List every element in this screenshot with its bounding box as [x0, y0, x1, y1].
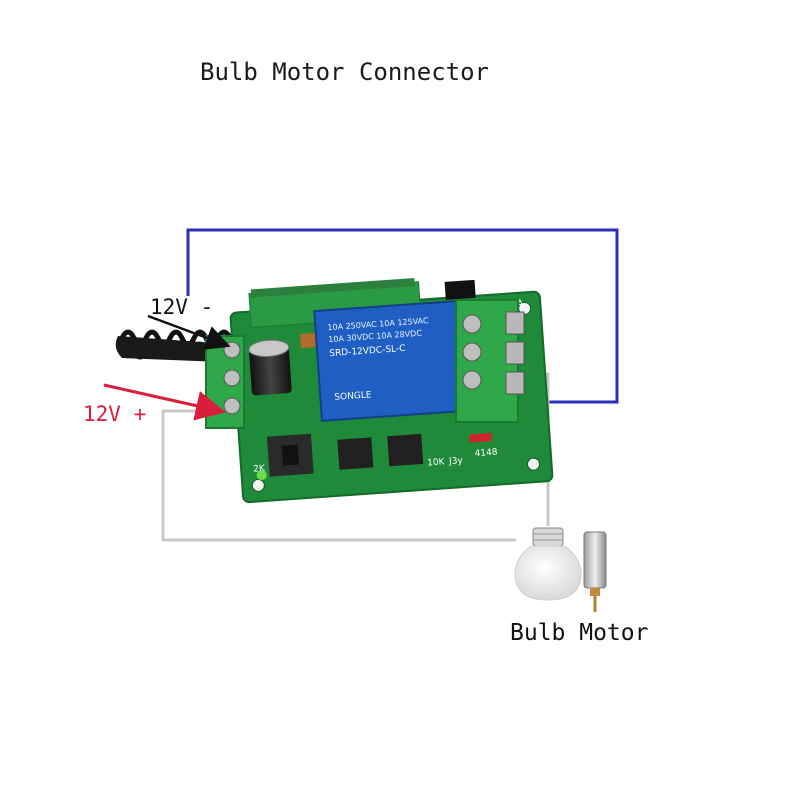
- load-terminal-block: [455, 299, 525, 423]
- loop-wire: [186, 228, 619, 404]
- label-negative: 12V -: [150, 295, 214, 319]
- silk-transistor: J3y: [448, 456, 464, 467]
- relay: 10A 250VAC 10A 125VAC 10A 30VDC 10A 28VD…: [313, 299, 469, 422]
- dc-motor-icon: [583, 531, 607, 612]
- label-loads: Bulb Motor: [510, 620, 649, 646]
- negative-arrow: [147, 314, 231, 350]
- power-terminal-block: [205, 335, 245, 429]
- silk-jumper: 2K: [253, 464, 266, 475]
- relay-brand: SONGLE: [334, 390, 372, 403]
- silk-resistor: 10K: [427, 457, 446, 468]
- diagram-title: Bulb Motor Connector: [200, 58, 489, 86]
- silk-diode: 4148: [474, 448, 498, 460]
- positive-arrow: [103, 383, 226, 421]
- light-bulb-icon: [514, 527, 582, 601]
- label-positive: 12V +: [83, 402, 147, 426]
